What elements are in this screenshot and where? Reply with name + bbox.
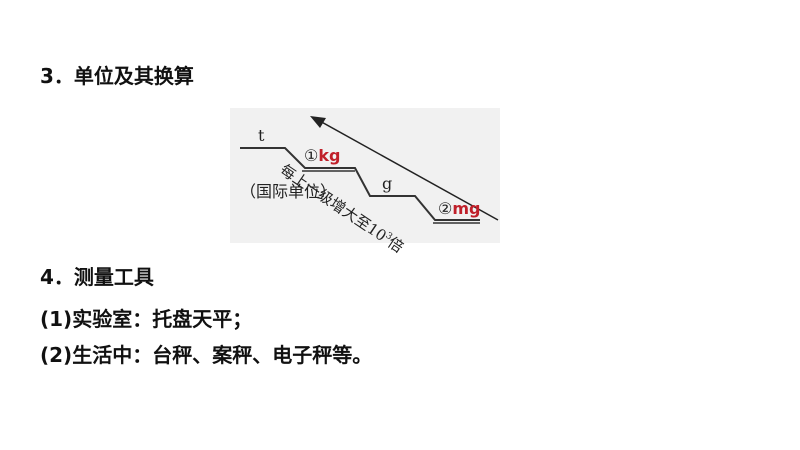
slot2-marker: ② [438,199,453,218]
increase-arrowhead [310,116,326,128]
increase-arrow-line [317,119,499,221]
tool-item-daily: (2)生活中：台秤、案秤、电子秤等。 [40,343,373,367]
answer-slot-2: ②mg [438,199,480,218]
slot2-answer: mg [452,199,481,218]
staircase-lines [240,116,499,224]
si-unit-note: （国际单位） [240,182,337,201]
section-3-heading: 3．单位及其换算 [40,64,194,88]
slot1-answer: kg [318,146,341,165]
staircase-steps [240,147,480,221]
slot1-marker: ① [304,146,319,165]
unit-conversion-diagram: t ①kg （国际单位） g ②mg 每上一级增大至103倍 [230,108,500,257]
unit-g-label: g [382,174,393,193]
tool-item-lab: (1)实验室：托盘天平； [40,307,253,331]
unit-t-label: t [258,126,265,145]
answer-slot-1: ①kg [304,146,340,165]
section-4-heading: 4．测量工具 [40,265,154,289]
